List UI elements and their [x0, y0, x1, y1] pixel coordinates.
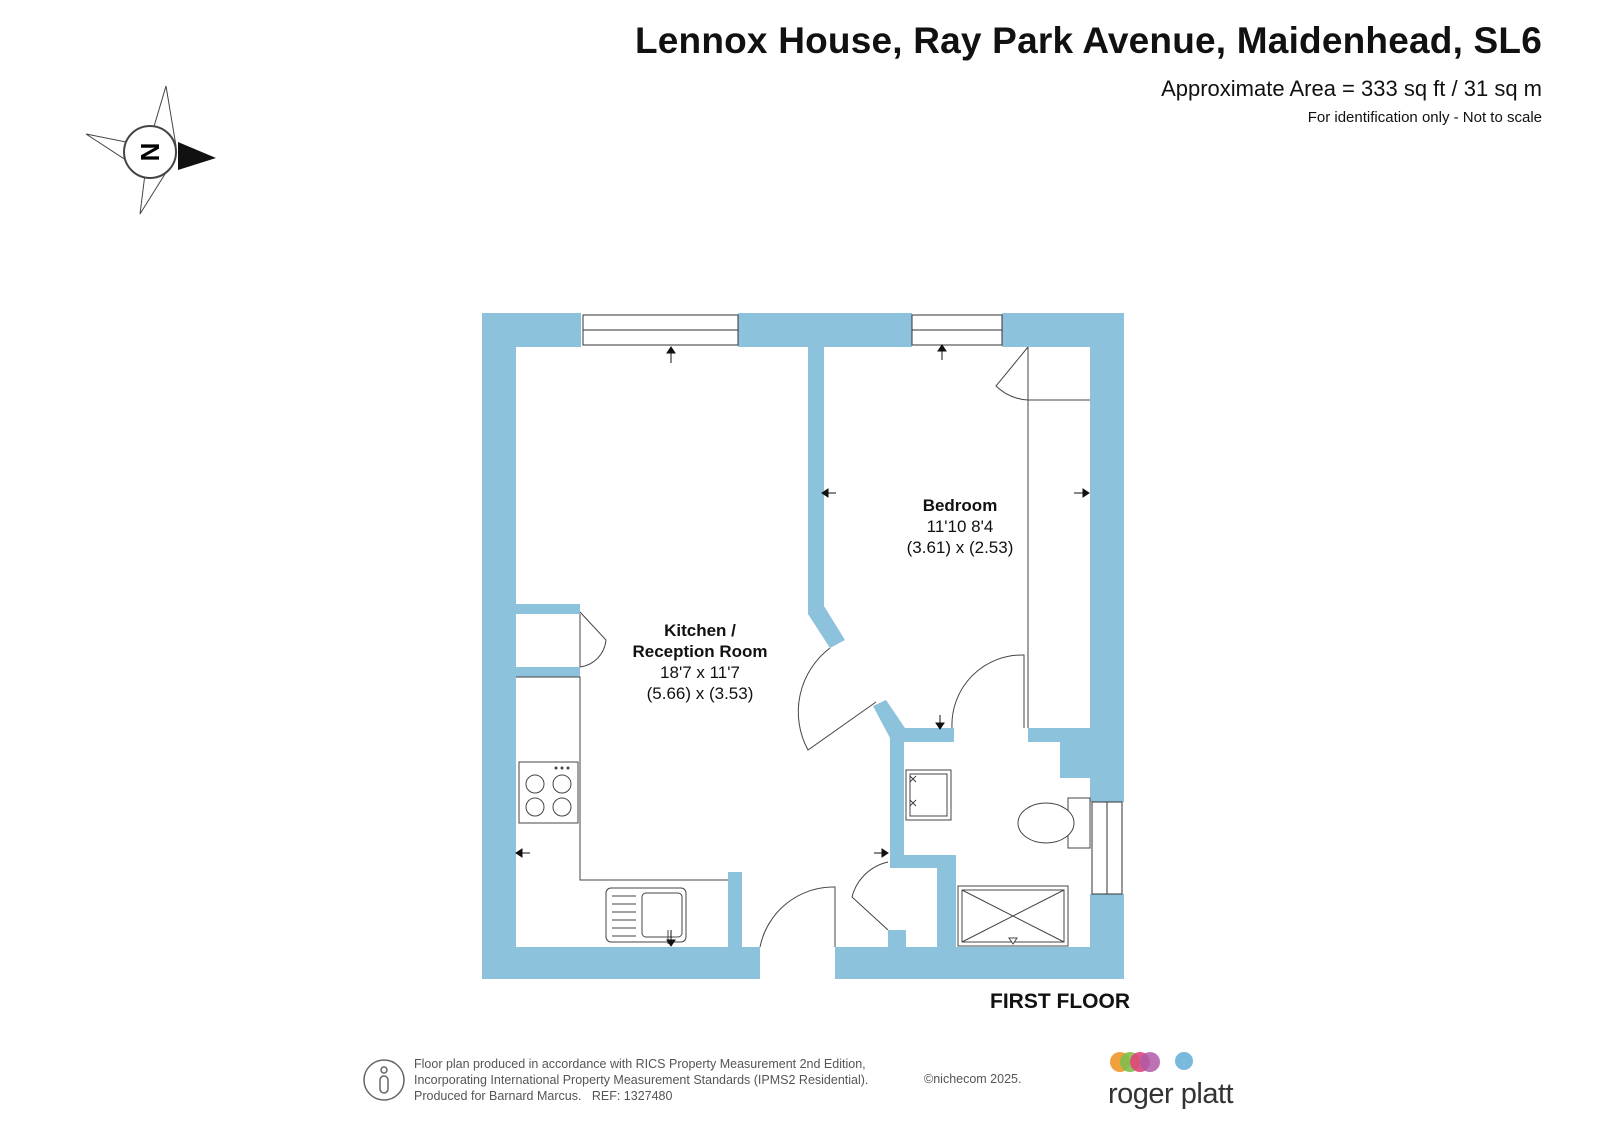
kitchen-dims-imperial: 18'7 x 11'7 — [660, 663, 740, 682]
door-kitchen-bedroom — [797, 647, 877, 751]
shower-tray-icon — [957, 885, 1069, 947]
compass-north-label: N — [135, 143, 165, 162]
door-kitchen-cupboard — [579, 611, 607, 668]
ipms-info-icon — [363, 1059, 405, 1101]
window-bathroom — [1091, 801, 1123, 895]
door-bathroom — [951, 654, 1025, 729]
bedroom-label: Bedroom 11'10 8'4 (3.61) x (2.53) — [880, 495, 1040, 558]
footer-line-1: Floor plan produced in accordance with R… — [414, 1057, 866, 1071]
compass-icon: N — [85, 85, 216, 215]
toilet-icon — [1017, 797, 1091, 849]
dimension-arrows — [515, 344, 1090, 947]
brand-name: roger platt — [1108, 1078, 1234, 1110]
footer-disclaimer: Floor plan produced in accordance with R… — [414, 1056, 868, 1104]
outer-walls — [482, 313, 1124, 979]
scale-note: For identification only - Not to scale — [1307, 109, 1542, 126]
bedroom-dims-imperial: 11'10 8'4 — [926, 517, 994, 536]
brand-logo-dots-icon — [1110, 1052, 1193, 1072]
footer-line-2: Incorporating International Property Mea… — [414, 1073, 869, 1087]
window-kitchen — [582, 314, 739, 346]
floor-label: FIRST FLOOR — [990, 990, 1130, 1013]
page-title: Lennox House, Ray Park Avenue, Maidenhea… — [634, 20, 1542, 61]
hob-icon — [518, 761, 579, 824]
inner-walls — [516, 347, 1090, 947]
door-bedroom-wardrobe — [995, 346, 1029, 401]
footer-line-3: Produced for Barnard Marcus. REF: 132748… — [414, 1089, 673, 1103]
door-hall-cupboard — [851, 861, 889, 931]
kitchen-name-line1: Kitchen / — [664, 621, 736, 640]
bedroom-name: Bedroom — [922, 496, 998, 515]
kitchen-dims-metric: (5.66) x (3.53) — [646, 684, 754, 703]
basin-icon — [905, 769, 952, 821]
copyright-text: ©nichecom 2025. — [924, 1072, 1022, 1086]
door-entrance — [759, 886, 836, 948]
kitchen-worktop — [516, 676, 728, 881]
kitchen-reception-label: Kitchen / Reception Room 18'7 x 11'7 (5.… — [600, 620, 800, 704]
sink-icon — [605, 887, 687, 944]
approximate-area: Approximate Area = 333 sq ft / 31 sq m — [1161, 76, 1542, 101]
window-bedroom — [911, 314, 1003, 346]
bedroom-dims-metric: (3.61) x (2.53) — [906, 538, 1014, 557]
kitchen-name-line2: Reception Room — [632, 642, 768, 661]
